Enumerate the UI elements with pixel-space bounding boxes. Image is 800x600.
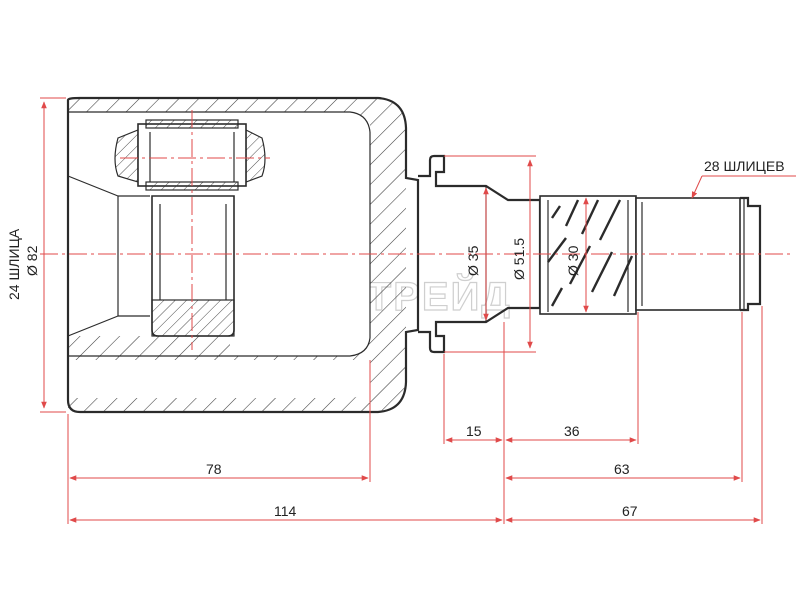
label-length-114: 114 bbox=[274, 503, 297, 519]
label-diameter-30: Ø 30 bbox=[565, 245, 581, 276]
label-length-36: 36 bbox=[564, 423, 580, 439]
label-28-splines: 28 ШЛИЦЕВ bbox=[704, 158, 785, 174]
label-24-splines: 24 ШЛИЦА bbox=[6, 228, 22, 300]
tripod-roller bbox=[114, 119, 266, 337]
label-length-63: 63 bbox=[614, 461, 630, 477]
label-length-15: 15 bbox=[466, 423, 482, 439]
dimension-labels: 24 ШЛИЦА Ø 82 Ø 35 Ø 51.5 Ø 30 28 ШЛИЦЕВ… bbox=[6, 158, 785, 519]
label-diameter-51-5: Ø 51.5 bbox=[511, 238, 527, 280]
label-length-78: 78 bbox=[206, 461, 222, 477]
label-diameter-82: Ø 82 bbox=[24, 245, 40, 276]
dimensions bbox=[40, 97, 796, 524]
centerlines bbox=[40, 110, 790, 350]
label-diameter-35: Ø 35 bbox=[465, 245, 481, 276]
label-length-67: 67 bbox=[622, 503, 638, 519]
